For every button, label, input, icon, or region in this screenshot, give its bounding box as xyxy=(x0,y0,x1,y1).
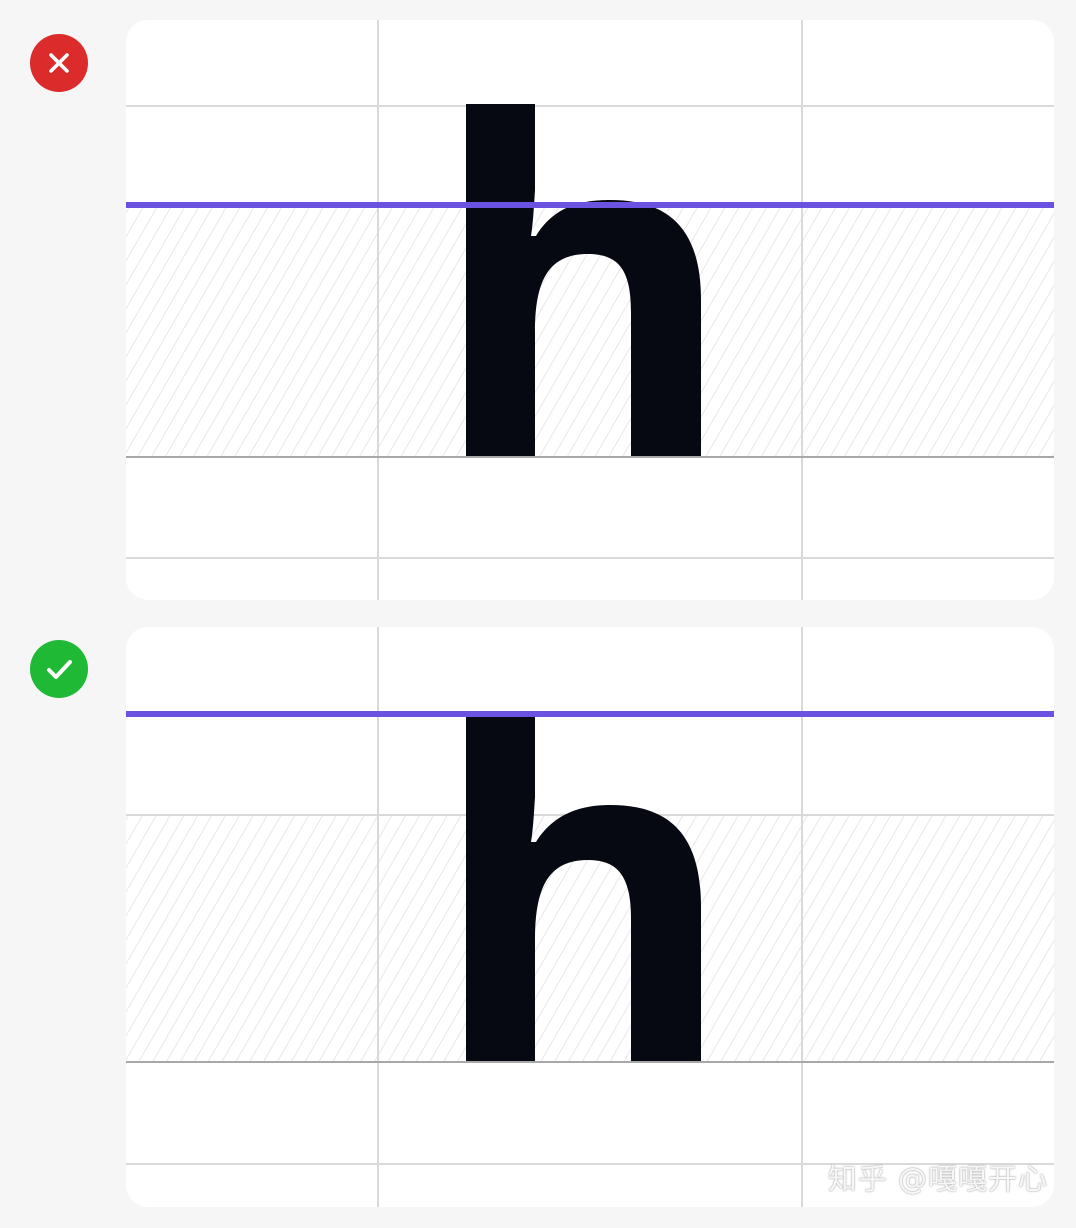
correct-status-badge xyxy=(30,640,88,698)
incorrect-metrics-diagram xyxy=(126,20,1054,600)
correct-example-panel xyxy=(126,627,1054,1207)
correct-metrics-diagram xyxy=(126,627,1054,1207)
glyph-h xyxy=(466,104,701,457)
glyph-h xyxy=(466,711,701,1062)
check-icon xyxy=(30,640,88,698)
watermark: 知乎 @嘎嘎开心 xyxy=(827,1162,1048,1196)
incorrect-status-badge xyxy=(30,34,88,92)
incorrect-example-panel xyxy=(126,20,1054,600)
close-icon xyxy=(30,34,88,92)
